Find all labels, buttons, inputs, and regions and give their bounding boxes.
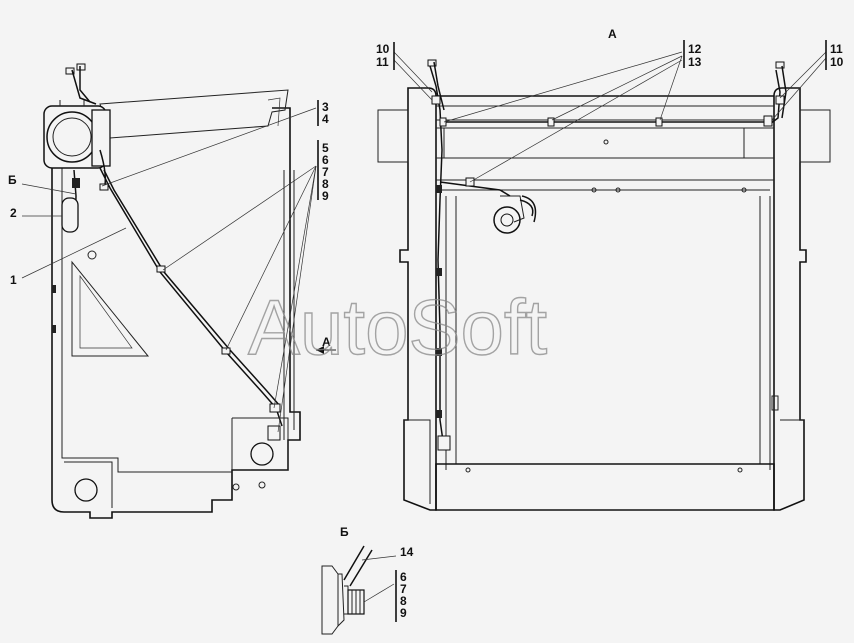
callout-6: 6 [322, 153, 329, 167]
callout-4: 4 [322, 112, 329, 126]
callout-6-b: 6 [400, 570, 407, 584]
side-view [21, 63, 336, 519]
callout-11-left: 11 [376, 55, 389, 69]
callout-9-b: 9 [400, 606, 407, 620]
callout-10-left: 10 [376, 42, 390, 56]
view-b-title: Б [340, 525, 349, 539]
callout-10-right: 10 [830, 55, 844, 69]
callout-1: 1 [10, 273, 17, 287]
callout-14: 14 [400, 545, 414, 559]
callout-5: 5 [322, 141, 329, 155]
callout-13: 13 [688, 55, 702, 69]
callout-8-b: 8 [400, 594, 407, 608]
view-a [377, 40, 831, 511]
callout-7-b: 7 [400, 582, 407, 596]
view-a-title: А [608, 27, 617, 41]
callout-11-right: 11 [830, 42, 843, 56]
callout-12: 12 [688, 42, 702, 56]
view-b-detail [321, 545, 397, 635]
label-a-left: А [322, 335, 331, 349]
callout-3: 3 [322, 100, 329, 114]
callout-2: 2 [10, 206, 17, 220]
watermark: AutoSoft [248, 283, 548, 371]
callout-8: 8 [322, 177, 329, 191]
callout-7: 7 [322, 165, 329, 179]
label-b-left: Б [8, 173, 17, 187]
heater-unit [43, 100, 111, 169]
callout-9: 9 [322, 189, 329, 203]
